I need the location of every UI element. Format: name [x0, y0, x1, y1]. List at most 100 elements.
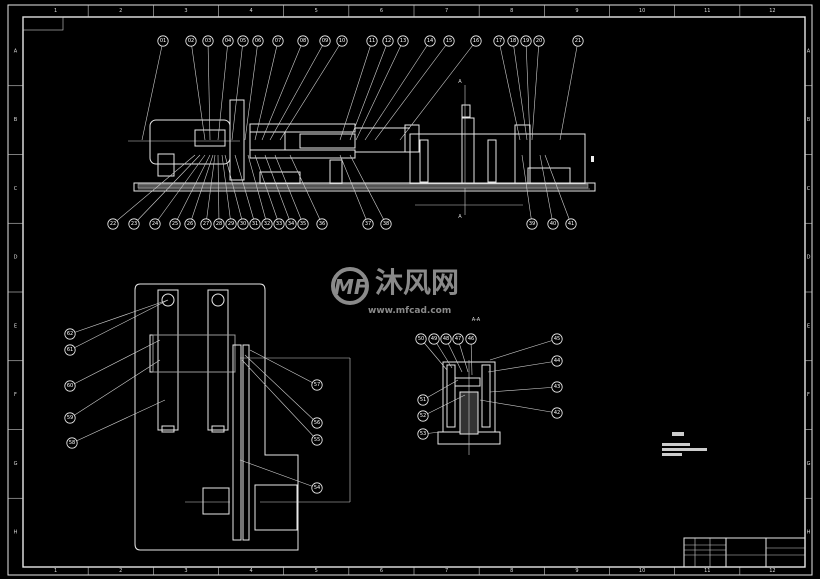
plan-view	[134, 283, 351, 551]
zone-label: 8	[510, 568, 513, 574]
part-balloon-number: 57	[314, 382, 320, 388]
part-balloon: 62	[64, 299, 169, 340]
watermark-brand: 沐风网	[375, 266, 459, 299]
part-balloon-number: 25	[172, 221, 178, 227]
zone-label: C	[14, 186, 18, 192]
part-balloon-number: 52	[420, 413, 426, 419]
part-balloon: 23	[128, 154, 201, 230]
part-balloon-number: 19	[523, 38, 529, 44]
zone-label: 8	[510, 8, 513, 14]
part-balloon-number: 61	[67, 347, 73, 353]
watermark-url: www.mfcad.com	[368, 306, 451, 316]
zone-label: 4	[249, 568, 252, 574]
part-balloon: 48	[440, 333, 463, 373]
part-balloon-number: 05	[240, 38, 246, 44]
part-balloon-number: 43	[554, 384, 560, 390]
part-balloon: 24	[149, 154, 206, 230]
part-balloon-number: 41	[568, 221, 574, 227]
part-balloon-number: 01	[160, 38, 166, 44]
part-balloon-number: 38	[383, 221, 389, 227]
zone-label: 10	[639, 8, 645, 14]
zone-label: 11	[704, 568, 710, 574]
part-balloon: 29	[221, 154, 237, 230]
part-balloon-number: 31	[252, 221, 258, 227]
part-balloon: 21	[559, 35, 584, 141]
part-balloon: 33	[254, 154, 285, 230]
part-balloon-number: 36	[319, 221, 325, 227]
zone-label: 7	[445, 8, 448, 14]
part-balloon-number: 08	[300, 38, 306, 44]
part-balloon-number: 35	[300, 221, 306, 227]
part-balloon-number: 42	[554, 410, 560, 416]
part-balloon-number: 33	[276, 221, 282, 227]
zone-label: 12	[769, 8, 775, 14]
zone-label: H	[807, 530, 811, 536]
part-balloon-number: 23	[131, 221, 137, 227]
part-balloon: 05	[231, 35, 249, 141]
part-balloon: 43	[489, 381, 563, 393]
part-balloon-number: 47	[455, 336, 461, 342]
part-balloon-number: 29	[228, 221, 234, 227]
part-balloon: 10	[279, 35, 348, 141]
part-balloon: 16	[399, 35, 482, 141]
part-balloon-number: 45	[554, 336, 560, 342]
part-balloon: 60	[64, 339, 161, 392]
part-balloon: 53	[417, 428, 441, 440]
part-balloon: 30	[224, 154, 249, 230]
part-balloon-number: 27	[203, 221, 209, 227]
zone-label: A	[807, 48, 811, 54]
section-mark-top: A	[458, 79, 462, 85]
part-balloon: 50	[415, 333, 448, 371]
zone-label: G	[807, 461, 811, 467]
zone-label: 3	[184, 8, 187, 14]
part-balloon-number: 40	[550, 221, 556, 227]
part-balloon-number: 18	[510, 38, 516, 44]
part-balloon: 22	[107, 154, 196, 230]
part-balloon: 17	[493, 35, 521, 141]
part-balloon-number: 17	[496, 38, 502, 44]
part-balloon: 15	[374, 35, 455, 141]
zone-label: H	[14, 530, 18, 536]
part-balloon: 51	[417, 379, 459, 406]
zone-label: 4	[249, 8, 252, 14]
part-balloon: 34	[264, 154, 297, 230]
part-balloon: 31	[234, 154, 261, 230]
zone-label: C	[807, 186, 811, 192]
part-balloon: 36	[289, 154, 328, 230]
part-balloon: 18	[507, 35, 528, 141]
part-balloon: 14	[364, 35, 436, 141]
zone-label: A	[14, 48, 18, 54]
part-balloon-number: 55	[314, 437, 320, 443]
part-balloon: 32	[247, 154, 273, 230]
watermark-logo-letters: MF	[334, 275, 368, 299]
part-balloon-number: 56	[314, 420, 320, 426]
part-balloon-number: 04	[225, 38, 231, 44]
part-balloon-number: 32	[264, 221, 270, 227]
part-balloon-number: 26	[187, 221, 193, 227]
part-balloon: 58	[66, 399, 166, 449]
part-balloon: 04	[217, 35, 234, 141]
section-title: A-A	[472, 317, 481, 323]
part-balloon-number: 10	[339, 38, 345, 44]
part-balloon-number: 54	[314, 485, 320, 491]
part-balloon-number: 09	[322, 38, 328, 44]
zone-label: 7	[445, 568, 448, 574]
zone-label: 9	[575, 8, 578, 14]
zone-label: E	[807, 323, 810, 329]
watermark-logo	[331, 267, 369, 305]
zone-label: 5	[315, 8, 318, 14]
part-balloon-number: 07	[275, 38, 281, 44]
part-balloon: 28	[213, 154, 225, 230]
zone-label: D	[807, 255, 811, 261]
part-balloon: 38	[349, 154, 392, 230]
part-balloon: 47	[452, 333, 469, 373]
part-balloon: 59	[64, 359, 161, 424]
zone-label: 5	[315, 568, 318, 574]
part-balloon-number: 49	[431, 336, 437, 342]
part-balloon-number: 60	[67, 383, 73, 389]
part-balloon: 56	[244, 354, 323, 429]
part-balloon: 35	[274, 154, 309, 230]
part-balloon-number: 15	[446, 38, 452, 44]
